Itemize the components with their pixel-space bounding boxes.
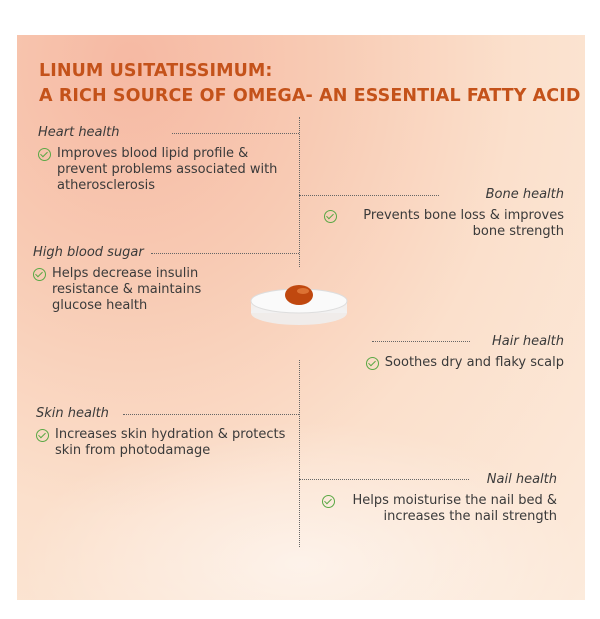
benefit-high-blood-sugar: High blood sugar Helps decrease insulin … [33, 245, 233, 314]
capsule-on-dish-image [250, 285, 348, 325]
check-icon [38, 148, 51, 161]
connector [172, 133, 299, 134]
title-line-2: A RICH SOURCE OF OMEGA- AN ESSENTIAL FAT… [39, 86, 581, 106]
page-title: LINUM USITATISSIMUM: A RICH SOURCE OF OM… [39, 59, 580, 109]
connector [123, 414, 299, 415]
benefit-bone-health: Bone health Prevents bone loss & improve… [324, 187, 564, 240]
benefit-heading: Heart health [38, 125, 120, 140]
check-icon [322, 495, 335, 508]
title-line-1: LINUM USITATISSIMUM: [39, 61, 273, 81]
benefit-text: Prevents bone loss & improves bone stren… [363, 208, 564, 239]
benefit-hair-health: Hair health Soothes dry and flaky scalp [324, 334, 564, 371]
connector [299, 479, 469, 480]
divider-line [299, 117, 300, 267]
benefit-heading: High blood sugar [33, 245, 144, 260]
divider-line [299, 360, 300, 547]
benefit-heading: Nail health [486, 472, 557, 487]
benefit-text: Improves blood lipid profile & prevent p… [57, 146, 278, 193]
benefit-heading: Hair health [492, 334, 564, 349]
benefit-skin-health: Skin health Increases skin hydration & p… [36, 406, 286, 459]
check-icon [324, 210, 337, 223]
benefit-heading: Bone health [485, 187, 564, 202]
connector [151, 253, 299, 254]
connector [372, 341, 470, 342]
check-icon [36, 429, 49, 442]
connector [299, 195, 439, 196]
benefit-text: Soothes dry and flaky scalp [384, 355, 564, 370]
benefit-text: Helps decrease insulin resistance & main… [52, 266, 202, 313]
benefit-heading: Skin health [36, 406, 109, 421]
benefit-nail-health: Nail health Helps moisturise the nail be… [322, 472, 557, 525]
check-icon [33, 268, 46, 281]
benefit-heart-health: Heart health Improves blood lipid profil… [38, 125, 278, 194]
check-icon [365, 357, 379, 370]
benefit-text: Helps moisturise the nail bed & increase… [352, 493, 557, 524]
infographic: LINUM USITATISSIMUM: A RICH SOURCE OF OM… [17, 35, 585, 600]
benefit-text: Increases skin hydration & protects skin… [55, 427, 286, 458]
